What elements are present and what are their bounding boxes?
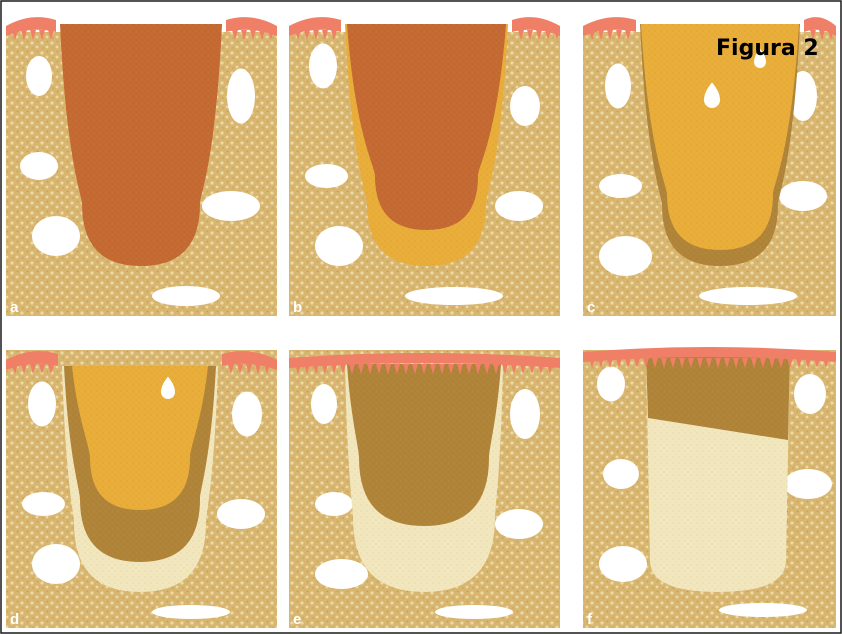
marrow-space bbox=[435, 605, 513, 619]
marrow-space bbox=[510, 389, 540, 439]
marrow-space bbox=[217, 499, 265, 529]
marrow-space bbox=[603, 459, 639, 489]
marrow-space bbox=[315, 559, 368, 589]
marrow-space bbox=[599, 174, 642, 198]
marrow-space bbox=[599, 236, 652, 276]
marrow-space bbox=[232, 392, 262, 437]
marrow-space bbox=[311, 384, 337, 424]
panel-c: c bbox=[583, 17, 836, 316]
marrow-space bbox=[315, 492, 353, 516]
marrow-space bbox=[152, 286, 220, 306]
marrow-space bbox=[495, 191, 543, 221]
marrow-space bbox=[22, 492, 65, 516]
marrow-space bbox=[605, 64, 631, 109]
panel-label-c: c bbox=[587, 299, 595, 316]
marrow-space bbox=[202, 191, 260, 221]
panel-f: f bbox=[583, 347, 836, 628]
marrow-space bbox=[28, 382, 56, 427]
panel-label-e: e bbox=[293, 611, 301, 628]
marrow-space bbox=[699, 287, 797, 305]
marrow-space bbox=[510, 86, 540, 126]
panel-label-d: d bbox=[10, 611, 19, 628]
marrow-space bbox=[597, 367, 625, 402]
panel-a: a bbox=[6, 17, 277, 316]
marrow-space bbox=[26, 56, 52, 96]
marrow-space bbox=[152, 605, 230, 619]
panel-d: d bbox=[6, 350, 277, 628]
marrow-space bbox=[20, 152, 58, 180]
panel-label-b: b bbox=[293, 299, 302, 316]
marrow-space bbox=[309, 44, 337, 89]
marrow-space bbox=[779, 181, 827, 211]
marrow-space bbox=[227, 69, 255, 124]
marrow-space bbox=[32, 216, 80, 256]
marrow-space bbox=[794, 374, 826, 414]
marrow-space bbox=[32, 544, 80, 584]
marrow-space bbox=[305, 164, 348, 188]
figure-title: Figura 2 bbox=[716, 36, 819, 61]
panel-e: e bbox=[289, 350, 560, 628]
panel-b: b bbox=[289, 17, 560, 316]
marrow-space bbox=[495, 509, 543, 539]
panel-label-a: a bbox=[10, 299, 19, 316]
marrow-space bbox=[784, 469, 832, 499]
marrow-space bbox=[405, 287, 503, 305]
marrow-space bbox=[315, 226, 363, 266]
provisional-matrix-texture bbox=[347, 364, 501, 526]
marrow-space bbox=[719, 603, 807, 617]
marrow-space bbox=[599, 546, 647, 582]
